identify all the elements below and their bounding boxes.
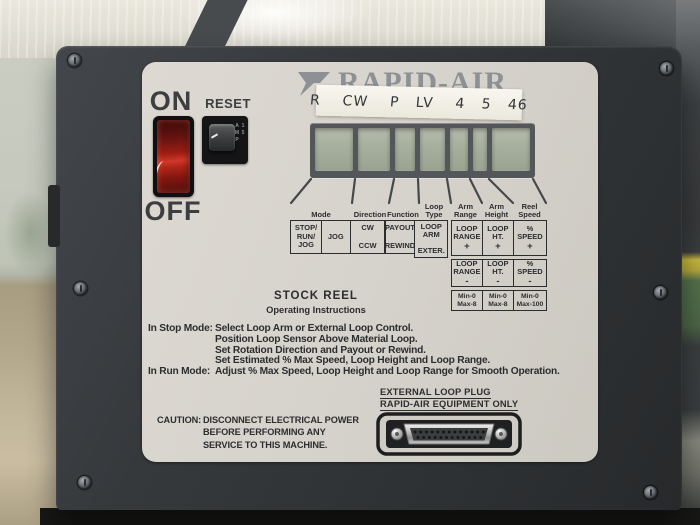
loop-range-limits: Min-0 Max-8 [450, 290, 483, 311]
panel-screw-bottom-left [78, 476, 91, 489]
loop-ht-label: LOOP HT. [487, 258, 509, 277]
plant-shadow [4, 190, 56, 275]
external-loop-plug-title: EXTERNAL LOOP PLUG [380, 382, 491, 400]
speed-label: % SPEED [517, 223, 543, 242]
function-payout-label: PAYOUT [384, 223, 415, 232]
adjust-button-grid: LOOP RANGE + LOOP HT. + % SPEED + LOOP R… [450, 220, 547, 311]
loop-range-label: LOOP RANGE [453, 258, 481, 277]
external-loop-plug-subtitle: RAPID-AIR EQUIPMENT ONLY [380, 394, 519, 412]
operating-instructions-subtitle: Operating Instructions [266, 305, 366, 315]
stop-mode-label: In Stop Mode: [148, 323, 213, 334]
caution-notice: CAUTION: DISCONNECT ELECTRICAL POWER BEF… [157, 414, 359, 451]
stock-reel-title: STOCK REEL [274, 290, 358, 302]
button-loop-ht-plus[interactable]: LOOP HT. + [481, 220, 514, 256]
header-function: Function [387, 210, 419, 220]
speed-label: % SPEED [517, 258, 543, 277]
power-on-label: ON [149, 86, 193, 116]
button-loop-range-plus[interactable]: LOOP RANGE + [450, 220, 483, 256]
panel-screw-mid-right [654, 286, 667, 299]
machine-base-shadow [40, 508, 700, 525]
button-loop-type[interactable]: LOOP ARM EXTER. [414, 220, 449, 258]
header-arm-range: Arm Range [454, 202, 477, 220]
loop-ht-limits: Min-0 Max-8 [481, 290, 514, 311]
speed-limits: Min-0 Max-100 [512, 290, 547, 311]
button-function[interactable]: PAYOUT REWIND [384, 220, 416, 254]
plus-sign: + [495, 240, 501, 252]
plus-sign: + [527, 240, 533, 252]
header-reel-speed: Reel Speed [518, 202, 541, 220]
button-speed-plus[interactable]: % SPEED + [512, 220, 547, 256]
plus-sign: + [464, 240, 470, 252]
power-rocker-red-actuator[interactable] [157, 120, 190, 193]
button-stop-run-jog[interactable]: STOP/ RUN/ JOG [290, 220, 322, 254]
lcd-segment-loop-type [420, 128, 445, 171]
instruction-line: Adjust % Max Speed, Loop Height and Loop… [215, 366, 560, 378]
lcd-segment-direction [357, 128, 391, 171]
button-jog[interactable]: JOG [320, 220, 351, 254]
power-rocker-switch[interactable] [153, 116, 194, 197]
header-mode: Mode [311, 210, 331, 220]
panel-screw-bottom-right [644, 486, 657, 499]
caution-line: DISCONNECT ELECTRICAL POWER [203, 415, 359, 425]
handwritten-label-text: R CW P LV 4 5 46 [309, 92, 529, 113]
operating-instructions: In Stop Mode: Select Loop Arm or Externa… [148, 323, 560, 378]
lcd-segment-arm-height [472, 128, 488, 171]
loop-type-arm-label: LOOP ARM [420, 222, 442, 240]
lcd-display [310, 123, 535, 178]
power-off-label: OFF [144, 196, 202, 226]
reset-label: RESET [205, 96, 251, 111]
panel-screw-top-left [68, 54, 81, 67]
external-loop-plug-subtitle-text: RAPID-AIR EQUIPMENT ONLY [380, 399, 519, 411]
button-direction[interactable]: CW CCW [349, 220, 386, 254]
instruction-line: Set Estimated % Max Speed, Loop Height a… [215, 355, 491, 367]
machine-body: RAPID-AIR R CW P LV 4 5 46 ON OFF RESET … [48, 46, 682, 510]
rapid-air-flag-icon [298, 71, 330, 96]
button-loop-ht-minus[interactable]: LOOP HT. - [481, 258, 514, 287]
lcd-segment-function [395, 128, 416, 171]
loop-range-label: LOOP RANGE [453, 223, 481, 242]
enclosure-hinge [48, 185, 60, 247]
caution-line: SERVICE TO THIS MACHINE. [203, 439, 328, 450]
lcd-segment-mode [315, 128, 353, 171]
header-direction: Direction [353, 210, 387, 220]
loop-type-exter-label: EXTER. [417, 245, 445, 255]
instruction-line: Position Loop Sensor Above Material Loop… [215, 333, 418, 345]
panel-screw-mid-left [74, 282, 87, 295]
header-arm-height: Arm Height [484, 202, 509, 220]
header-loop-type: Loop Type [424, 202, 444, 220]
control-panel: RAPID-AIR R CW P LV 4 5 46 ON OFF RESET … [142, 62, 598, 462]
minus-sign: - [528, 275, 532, 287]
handwritten-label: R CW P LV 4 5 46 [309, 84, 529, 121]
direction-cw-label: CW [361, 223, 374, 232]
reset-circuit-breaker[interactable]: 15 AMP [202, 116, 248, 164]
mode-button-group: STOP/ RUN/ JOG JOG CW CCW PAYOUT REWIND … [290, 220, 449, 258]
breaker-rocker[interactable] [209, 124, 235, 151]
spacer [148, 335, 215, 346]
spacer [148, 346, 215, 357]
db25-connector-port [376, 412, 522, 456]
spacer [157, 426, 203, 438]
direction-ccw-label: CCW [358, 240, 377, 250]
external-loop-plug-title-text: EXTERNAL LOOP PLUG [380, 387, 491, 399]
instruction-line: Select Loop Arm or External Loop Control… [215, 323, 414, 334]
minus-sign: - [496, 275, 500, 287]
breaker-rating-label: 15 AMP [234, 123, 246, 144]
spacer [157, 439, 203, 451]
lcd-segment-arm-range [449, 128, 468, 171]
lcd-segment-reel-speed [492, 128, 530, 171]
button-speed-minus[interactable]: % SPEED - [512, 258, 547, 287]
button-loop-range-minus[interactable]: LOOP RANGE - [450, 258, 483, 287]
caution-label: CAUTION: [157, 415, 202, 425]
instruction-line: Set Rotation Direction and Payout or Rew… [215, 344, 426, 356]
panel-screw-top-right [660, 62, 673, 75]
caution-line: BEFORE PERFORMING ANY [203, 427, 326, 438]
loop-ht-label: LOOP HT. [487, 223, 509, 242]
function-rewind-label: REWIND [384, 240, 416, 250]
run-mode-label: In Run Mode: [148, 366, 211, 378]
minus-sign: - [465, 275, 469, 287]
